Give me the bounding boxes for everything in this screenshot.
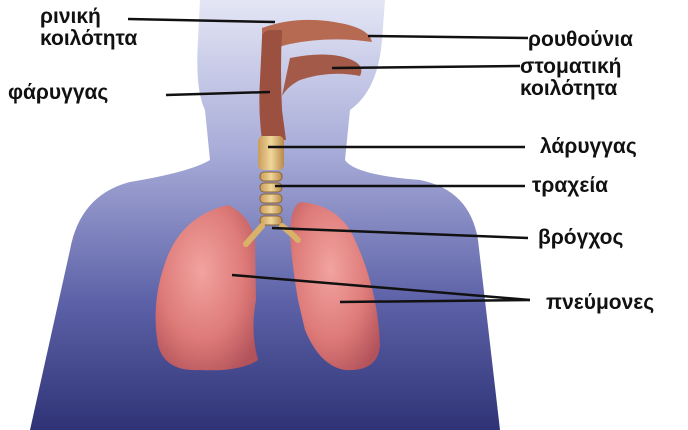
label-oral-cavity: στοματική κοιλότητα: [520, 56, 621, 100]
larynx-shape: [258, 136, 284, 170]
label-pharynx: φάρυγγας: [8, 82, 108, 104]
label-nasal-cavity: ρινική κοιλότητα: [40, 6, 137, 50]
label-bronchus: βρόγχος: [538, 227, 623, 249]
label-lungs: πνεύμονες: [546, 292, 654, 314]
label-nostrils: ρουθούνια: [528, 29, 633, 51]
label-oral-cavity-line1: στοματική: [520, 56, 621, 78]
label-nasal-cavity-line1: ρινική: [40, 6, 137, 28]
label-oral-cavity-line2: κοιλότητα: [520, 78, 621, 100]
label-larynx: λάρυγγας: [540, 136, 637, 158]
label-trachea: τραχεία: [532, 175, 608, 197]
label-nasal-cavity-line2: κοιλότητα: [40, 28, 137, 50]
trachea-rings: [260, 172, 282, 225]
